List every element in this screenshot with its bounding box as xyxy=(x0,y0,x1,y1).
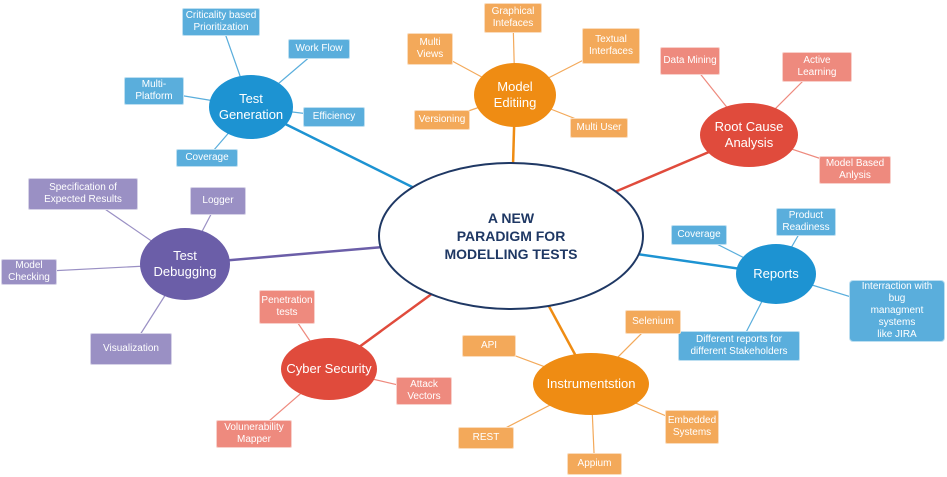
central-topic-label: A NEW PARADIGM FOR MODELLING TESTS xyxy=(444,210,578,262)
leaf-label: Multi User xyxy=(576,122,622,133)
leaf-label: Visualization xyxy=(103,343,159,354)
leaf-selenium: Selenium xyxy=(625,310,681,334)
leaf-textual-interfaces: Textual Interfaces xyxy=(582,28,640,64)
leaf-attack-vectors: Attack Vectors xyxy=(396,377,452,405)
leaf-label: Attack Vectors xyxy=(407,379,441,402)
branch-label: Model Editiing xyxy=(493,79,537,110)
leaf-stakeholder-reports: Different reports for different Stakehol… xyxy=(678,331,800,361)
leaf-label: Coverage xyxy=(185,152,229,163)
leaf-label: Model Based Anlysis xyxy=(825,158,885,181)
leaf-label: Criticality based Prioritization xyxy=(185,10,257,33)
leaf-label: REST xyxy=(472,432,500,443)
leaf-jira-interaction: Interraction with bug managment systems … xyxy=(849,280,945,342)
leaf-specification-expected-results: Specification of Expected Results xyxy=(28,178,138,210)
branch-reports: Reports xyxy=(736,244,816,304)
leaf-label: Logger xyxy=(202,195,234,206)
leaf-model-based-anlysis: Model Based Anlysis xyxy=(819,156,891,184)
leaf-active-learning: Active Learning xyxy=(782,52,852,82)
leaf-label: Versioning xyxy=(418,114,466,125)
leaf-versioning: Versioning xyxy=(414,110,470,130)
leaf-criticality-based-prioritization: Criticality based Prioritization xyxy=(182,8,260,36)
leaf-penetration-tests: Penetration tests xyxy=(259,290,315,324)
leaf-visualization: Visualization xyxy=(90,333,172,365)
leaf-work-flow: Work Flow xyxy=(288,39,350,59)
branch-root-cause-analysis: Root Cause Analysis xyxy=(700,103,798,167)
leaf-label: Coverage xyxy=(677,229,721,240)
leaf-label: Interraction with bug managment systems … xyxy=(861,281,933,340)
leaf-embedded-systems: Embedded Systems xyxy=(665,410,719,444)
leaf-rest: REST xyxy=(458,427,514,449)
leaf-label: Appium xyxy=(577,458,612,469)
leaf-multi-views: Multi Views xyxy=(407,33,453,65)
branch-instrumentation: Instrumentstion xyxy=(533,353,649,415)
branch-label: Test Debugging xyxy=(153,248,217,279)
leaf-coverage: Coverage xyxy=(176,149,238,167)
branch-test-debugging: Test Debugging xyxy=(140,228,230,300)
leaf-label: Embedded Systems xyxy=(667,415,717,438)
leaf-label: Textual Interfaces xyxy=(589,34,633,57)
leaf-logger: Logger xyxy=(190,187,246,215)
central-topic: A NEW PARADIGM FOR MODELLING TESTS xyxy=(378,162,644,310)
leaf-product-readiness: Product Readiness xyxy=(776,208,836,236)
leaf-coverage: Coverage xyxy=(671,225,727,245)
branch-model-editing: Model Editiing xyxy=(474,63,556,127)
branch-label: Root Cause Analysis xyxy=(714,119,784,150)
leaf-model-checking: Model Checking xyxy=(1,259,57,285)
leaf-label: Data Mining xyxy=(663,55,717,66)
leaf-label: Graphical Intefaces xyxy=(491,6,535,29)
leaf-efficiency: Efficiency xyxy=(303,107,365,127)
leaf-label: Model Checking xyxy=(8,260,50,283)
leaf-appium: Appium xyxy=(567,453,622,475)
leaf-label: API xyxy=(480,340,498,351)
leaf-multi-platform: Multi- Platform xyxy=(124,77,184,105)
leaf-label: Specification of Expected Results xyxy=(44,182,122,205)
leaf-label: Different reports for different Stakehol… xyxy=(690,334,788,357)
leaf-label: Multi- Platform xyxy=(135,79,173,102)
branch-label: Cyber Security xyxy=(286,361,372,376)
leaf-multi-user: Multi User xyxy=(570,118,628,138)
branch-label: Reports xyxy=(753,266,799,281)
branch-test-generation: Test Generation xyxy=(209,75,293,139)
leaf-data-mining: Data Mining xyxy=(660,47,720,75)
branch-cyber-security: Cyber Security xyxy=(281,338,377,400)
leaf-label: Product Readiness xyxy=(782,210,830,233)
leaf-label: Efficiency xyxy=(312,111,356,122)
leaf-label: Work Flow xyxy=(295,43,343,54)
leaf-label: Penetration tests xyxy=(261,295,313,318)
leaf-label: Volunerability Mapper xyxy=(224,422,284,445)
branch-label: Instrumentstion xyxy=(546,376,636,391)
leaf-label: Active Learning xyxy=(797,55,837,78)
leaf-label: Selenium xyxy=(632,316,674,327)
leaf-graphical-intefaces: Graphical Intefaces xyxy=(484,3,542,33)
leaf-api: API xyxy=(462,335,516,357)
leaf-label: Multi Views xyxy=(416,37,444,60)
branch-label: Test Generation xyxy=(218,91,284,122)
leaf-volunerability-mapper: Volunerability Mapper xyxy=(216,420,292,448)
